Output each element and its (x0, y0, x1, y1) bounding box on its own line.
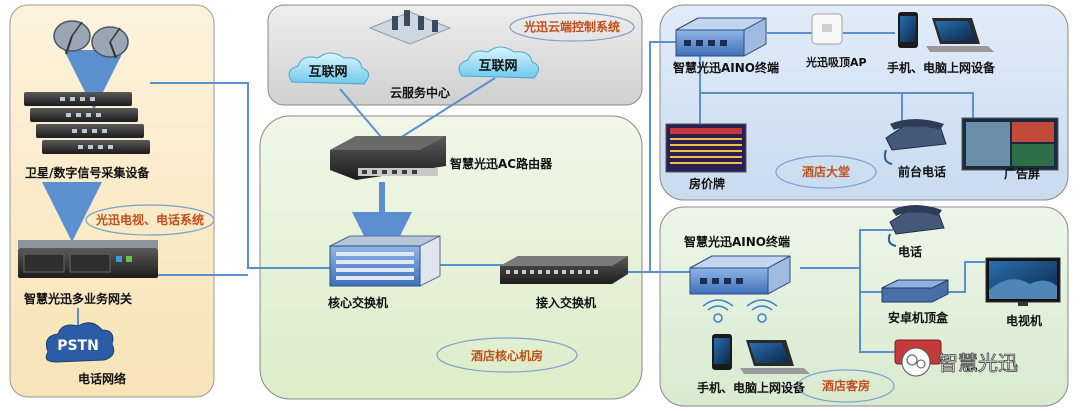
internet-cloud-left-icon (288, 52, 369, 85)
access-switch-label: 接入交换机 (536, 295, 596, 310)
phone-laptop-lobby-icon (898, 12, 994, 52)
line-internet-right-to-router (399, 77, 496, 139)
core-panel (259, 115, 643, 400)
line-access-to-lobby (622, 41, 676, 273)
satellite-dish-icon (53, 20, 129, 59)
line-stb-to-tv (935, 261, 985, 293)
lobby-tag: 酒店大堂 (775, 155, 877, 189)
room-devices-label: 手机、电脑上网设备 (697, 380, 806, 395)
watermark-text: 智慧光迅 (938, 351, 1018, 375)
wifi-signal-right-icon (746, 299, 778, 323)
price-board-label: 房价牌 (689, 176, 725, 191)
internet-left-label: 互联网 (308, 65, 347, 80)
lobby-terminal-label: 智慧光迅AINO终端 (672, 60, 779, 75)
access-switch-icon (500, 256, 628, 284)
ceiling-ap-label: 光迅吸顶AP (805, 55, 867, 69)
gateway-label: 智慧光迅多业务网关 (23, 291, 132, 306)
front-desk-phone-icon (883, 119, 947, 165)
core-room-label: 酒店核心机房 (471, 348, 543, 363)
tv-phone-system-label: 光迅电视、电话系统 (95, 212, 204, 227)
cloud-control-system-tag: 光迅云端控制系统 (509, 12, 635, 42)
ad-screen-icon (961, 117, 1059, 171)
internet-cloud-right-icon (458, 46, 539, 79)
lobby-devices-label: 手机、电脑上网设备 (887, 60, 996, 75)
line-room-to-stb2 (859, 292, 895, 353)
room-phone-icon (887, 205, 945, 247)
ad-screen-label: 广告屏 (1004, 166, 1040, 181)
ac-router-icon (330, 136, 446, 180)
cloud-control-system-label: 光迅云端控制系统 (523, 19, 620, 34)
wechat-watermark: 智慧光迅 (901, 347, 1018, 377)
ceiling-ap-icon (811, 13, 843, 45)
wifi-signal-left-icon (702, 299, 734, 323)
line-lobby-bus (699, 56, 974, 118)
room-terminal-label: 智慧光迅AINO终端 (683, 234, 790, 249)
core-room-tag: 酒店核心机房 (436, 337, 578, 373)
connection-lines (150, 32, 985, 353)
room-terminal-icon (689, 255, 791, 295)
internet-right-label: 互联网 (478, 59, 517, 74)
room-zone-label: 酒店客房 (822, 378, 870, 393)
room-phone-label: 电话 (898, 244, 922, 259)
signal-collector-stack-icon (24, 92, 150, 154)
price-board-icon (665, 123, 747, 173)
service-center-label: 云服务中心 (390, 85, 450, 100)
cloud-server-rack-icon (368, 10, 452, 45)
front-phone-label: 前台电话 (898, 164, 946, 179)
tv-phone-system-tag: 光迅电视、电话系统 (85, 204, 215, 236)
tv-icon (985, 257, 1061, 306)
satellite-collector-label: 卫星/数字信号采集设备 (25, 165, 150, 180)
lobby-zone-label: 酒店大堂 (802, 164, 850, 179)
core-switch-icon (329, 235, 441, 287)
stb-label: 安卓机顶盒 (888, 310, 949, 325)
phone-network-label: 电话网络 (78, 371, 126, 386)
room-extra-device-label: … (966, 359, 978, 373)
ac-router-label: 智慧光迅AC路由器 (449, 156, 553, 171)
room-tag: 酒店客房 (797, 369, 895, 403)
pstn-label: PSTN (57, 338, 99, 354)
gateway-server-icon (18, 240, 158, 278)
android-stb-icon (881, 279, 949, 303)
lobby-terminal-icon (675, 17, 767, 57)
line-internet-left-to-router (339, 88, 383, 139)
line-room-to-phone (800, 229, 893, 269)
phone-laptop-room-icon (712, 334, 810, 374)
tv-label: 电视机 (1006, 313, 1042, 328)
pstn-cloud-icon (45, 322, 115, 363)
core-switch-label: 核心交换机 (328, 295, 388, 310)
line-satellite-to-core (150, 82, 330, 269)
